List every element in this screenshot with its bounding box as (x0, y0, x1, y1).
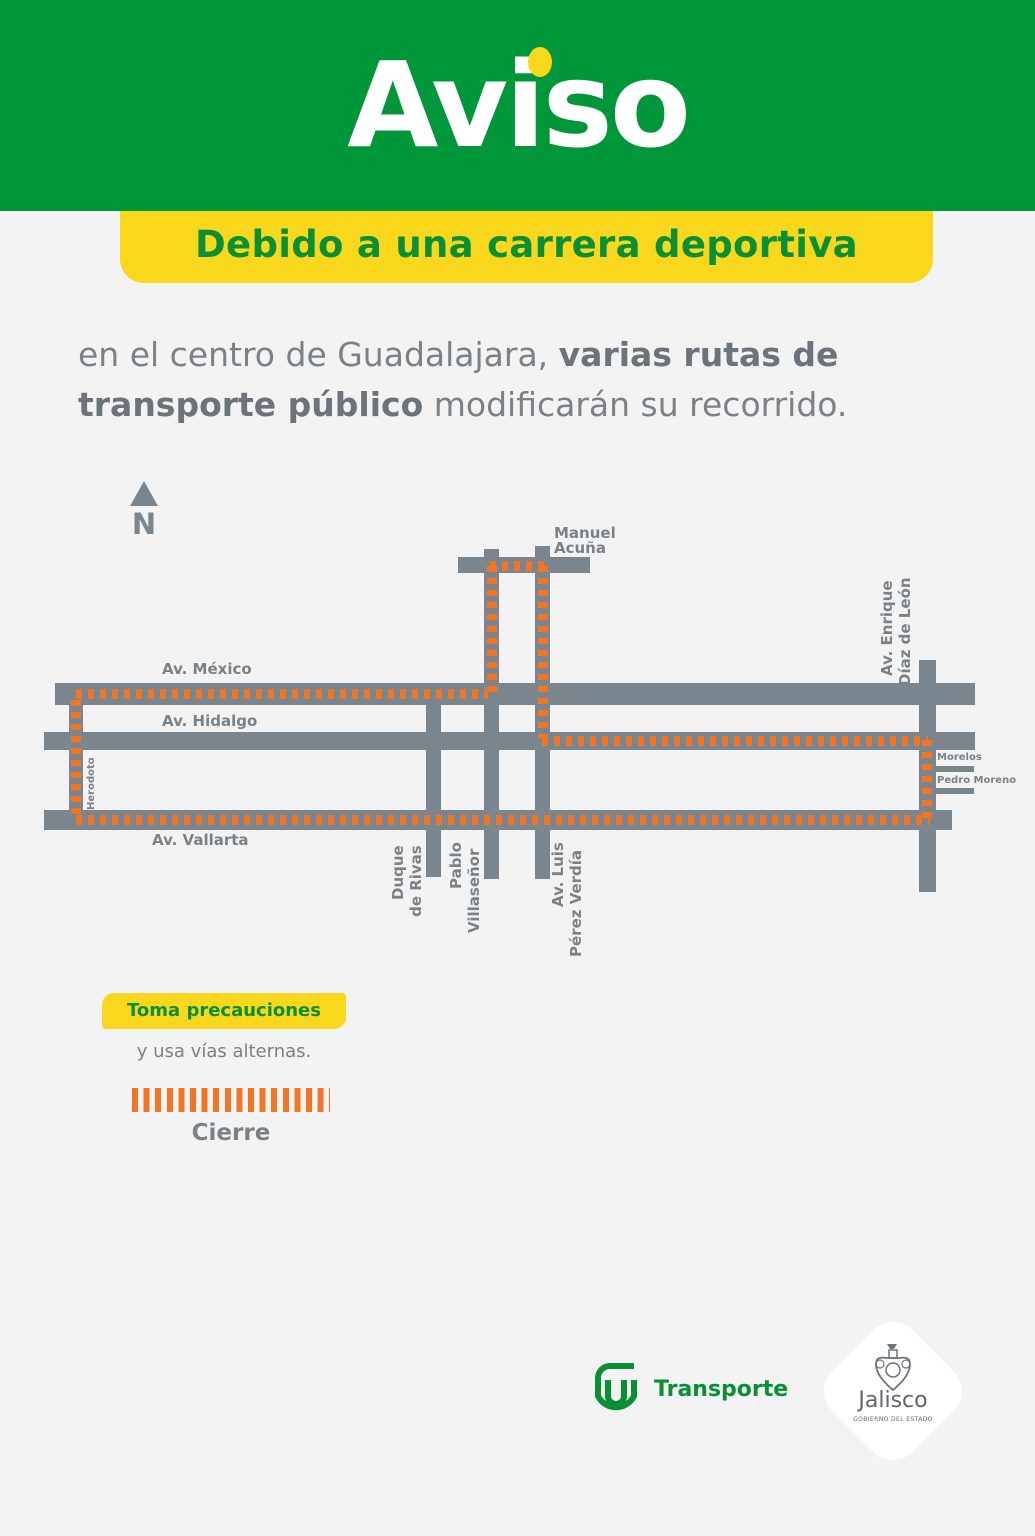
road-morelos (920, 766, 974, 772)
legend-closure-swatch (132, 1088, 330, 1112)
label-pedro-moreno: Pedro Moreno (937, 775, 1017, 786)
north-indicator: N (128, 481, 162, 545)
label-herodoto: Herodoto (86, 757, 97, 810)
label-enrique-diaz-de-leon: Av. Enrique Díaz de León (878, 577, 914, 686)
jalisco-crest-icon (875, 1344, 911, 1392)
road-pedro-moreno (920, 788, 974, 794)
alternate-routes-text: y usa vías alternas. (136, 1041, 312, 1062)
precaution-callout: Toma precauciones (102, 993, 346, 1029)
closure-av-hidalgo (542, 736, 928, 746)
subtitle-banner: Debido a una carrera deportiva (120, 211, 933, 283)
label-av-vallarta: Av. Vallarta (152, 831, 249, 849)
callout-text: Toma precauciones (127, 1000, 321, 1021)
closure-av-mexico (76, 689, 488, 699)
label-av-hidalgo: Av. Hidalgo (162, 712, 258, 730)
intro-text: en el centro de Guadalajara, varias ruta… (78, 330, 978, 430)
closure-enrique-diaz-de-leon (922, 740, 932, 820)
transporte-label: Transporte (654, 1377, 789, 1402)
intro-part3: modificarán su recorrido. (423, 385, 848, 424)
closure-herodoto (71, 700, 81, 816)
north-arrow-icon (130, 481, 158, 506)
road-duque-de-rivas (426, 683, 441, 877)
label-luis-perez-verdia: Av. Luis Pérez Verdía (549, 842, 585, 957)
jalisco-label: Jalisco (858, 1388, 928, 1413)
label-duque-de-rivas: Duque de Rivas (389, 845, 425, 917)
intro-bold: varias rutas de transporte público (78, 335, 839, 424)
north-letter: N (131, 507, 157, 541)
closure-pablo-villasenor (487, 566, 497, 694)
label-av-mexico: Av. México (162, 660, 252, 678)
label-pablo-villasenor: Pablo Villaseñor (447, 842, 483, 933)
label-morelos: Morelos (937, 752, 982, 763)
legend-closure-label: Cierre (191, 1120, 271, 1146)
closure-manuel-acuna (490, 561, 544, 571)
road-av-mexico (55, 683, 975, 705)
page-title: Aviso (347, 36, 691, 174)
header-banner: Aviso (0, 0, 1035, 211)
transporte-logo-icon (595, 1363, 637, 1411)
jalisco-logo: Jalisco GOBIERNO DEL ESTADO (820, 1330, 966, 1460)
closure-av-vallarta (76, 815, 930, 825)
subtitle: Debido a una carrera deportiva (195, 223, 858, 266)
label-manuel-acuna: Manuel Acuña (554, 524, 616, 557)
jalisco-sublabel: GOBIERNO DEL ESTADO (853, 1416, 933, 1423)
closure-luis-perez-verdia (538, 566, 548, 738)
intro-part1: en el centro de Guadalajara, (78, 335, 559, 374)
title-i-dot (528, 47, 552, 77)
